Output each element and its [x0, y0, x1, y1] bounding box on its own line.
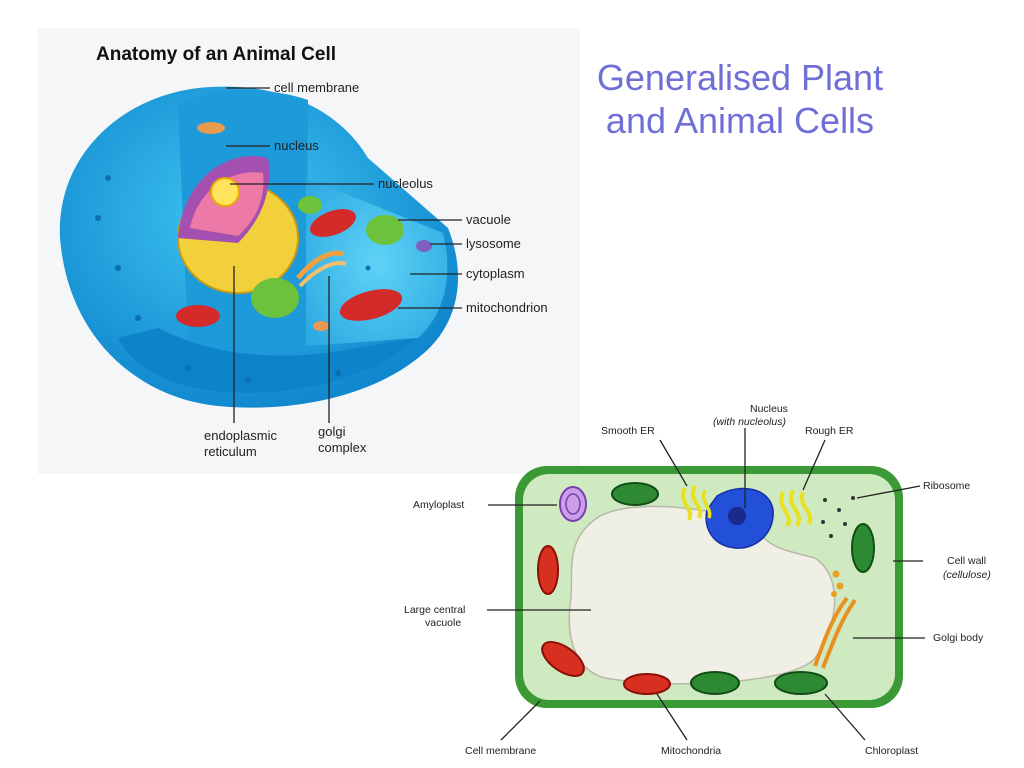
smooth-er — [681, 485, 712, 521]
mitochondrion — [176, 209, 403, 327]
vacuole — [251, 196, 404, 318]
label-mitochondrion: mitochondrion — [466, 300, 548, 315]
label-vacuole-line-2: vacuole — [425, 617, 461, 629]
mitochondria — [537, 545, 671, 695]
label-vacuole-line-1: Large central — [404, 604, 465, 616]
label-cell-membrane: Cell membrane — [465, 745, 536, 757]
label-smooth-er: Smooth ER — [601, 425, 655, 437]
nucleolus — [210, 177, 240, 207]
ribosome — [821, 496, 855, 538]
label-cell-wall: Cell wall — [947, 555, 986, 567]
label-golgi-line-1: golgi — [318, 424, 346, 439]
animal-cell-diagram: Anatomy of an Animal Cell — [38, 28, 580, 474]
label-er-line-2: reticulum — [204, 444, 257, 459]
slide-title: Generalised Plant and Animal Cells — [560, 56, 920, 142]
label-lysosome: lysosome — [466, 236, 521, 251]
golgi-complex — [296, 250, 347, 288]
animal-cell-title: Anatomy of an Animal Cell — [96, 44, 336, 65]
amyloplast — [559, 486, 587, 522]
label-golgi-body: Golgi body — [933, 632, 984, 644]
rough-er — [779, 489, 813, 528]
label-ribosome: Ribosome — [923, 480, 970, 492]
label-nucleolus: nucleolus — [378, 176, 433, 191]
label-er-line-1: endoplasmic — [204, 428, 277, 443]
label-rough-er: Rough ER — [805, 425, 854, 437]
label-cell-wall-note: (cellulose) — [943, 569, 991, 581]
label-nucleus: nucleus — [274, 138, 319, 153]
plant-cell-diagram: Nucleus (with nucleolus) Smooth ER Rough… — [404, 403, 991, 757]
chloroplast — [611, 482, 875, 695]
label-cytoplasm: cytoplasm — [466, 266, 525, 281]
slide-title-line-1: Generalised Plant — [596, 57, 884, 98]
label-vacuole: vacuole — [466, 212, 511, 227]
lysosome — [197, 122, 432, 331]
slide-title-line-2: and Animal Cells — [605, 100, 875, 142]
label-nucleus-note: (with nucleolus) — [713, 416, 786, 428]
label-golgi-line-2: complex — [318, 440, 367, 455]
label-cell-membrane: cell membrane — [274, 80, 359, 95]
golgi-body — [813, 570, 857, 669]
label-chloroplast: Chloroplast — [865, 745, 918, 757]
label-nucleus: Nucleus — [750, 403, 788, 415]
label-amyloplast: Amyloplast — [413, 499, 464, 511]
nucleus — [705, 487, 774, 549]
label-mitochondria: Mitochondria — [661, 745, 721, 757]
